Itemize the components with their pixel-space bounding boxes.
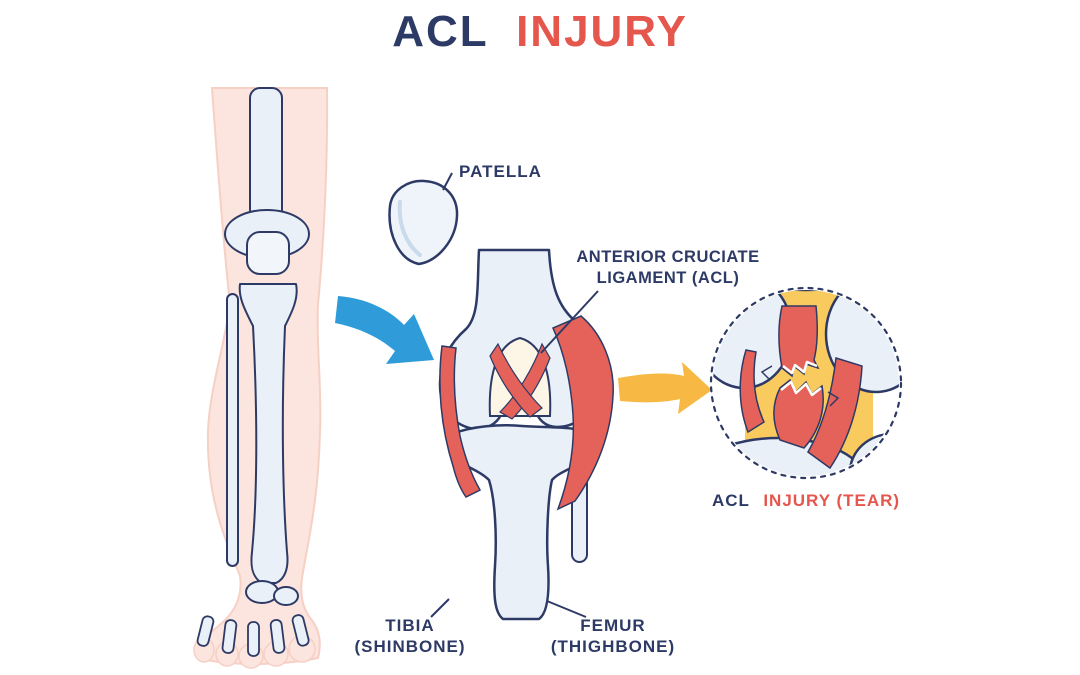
patella-label: PATELLA: [459, 162, 542, 181]
tibia-label-line1: TIBIA: [385, 616, 434, 635]
leg-ankle-bone-2: [273, 586, 299, 606]
yellow-arrow-icon: [618, 362, 712, 414]
leg-patella-bone: [246, 231, 290, 275]
patella-leader-line: [442, 172, 453, 191]
femur-leader-line: [546, 600, 587, 618]
acl-label-line2: LIGAMENT (ACL): [597, 269, 740, 287]
femur-label-line2: (THIGHBONE): [551, 637, 675, 656]
page-title: ACL INJURY: [392, 7, 688, 56]
leg-ankle-bone-1: [245, 580, 279, 604]
inset-tear-highlight-lower: [780, 380, 822, 397]
page-title-part-injury: INJURY: [516, 7, 688, 56]
acl-label-line1: ANTERIOR CRUCIATE: [576, 248, 759, 266]
tear-label-part-injury: INJURY (TEAR): [763, 491, 900, 510]
acl-leader-line: [540, 290, 599, 354]
acl-cross-band-front: [489, 342, 543, 418]
page-title-part-acl: ACL: [392, 7, 488, 56]
femur-label-line1: FEMUR: [580, 616, 645, 635]
leg-foot-bones: [196, 614, 310, 657]
inset-crack-line-1: [760, 365, 773, 381]
knee-illustration: ANTERIOR CRUCIATE LIGAMENT (ACL): [438, 248, 759, 621]
inset-torn-ligament-upper: [778, 305, 820, 378]
tibia-leader-line: [430, 598, 450, 618]
tibia-label-line2: (SHINBONE): [354, 637, 465, 656]
knee-right-muscle: [551, 315, 614, 511]
inset-dashed-border: [709, 286, 903, 480]
patella-illustration: PATELLA: [388, 162, 542, 266]
inset-left-band: [739, 349, 765, 434]
leg-fibula-bone: [226, 293, 239, 567]
inset-tear-highlight-upper: [782, 360, 818, 375]
leg-femur-bone: [249, 87, 283, 221]
blue-arrow-icon: [335, 296, 434, 364]
patella-shape: [388, 179, 459, 266]
patella-shading: [397, 200, 422, 257]
tibia-label-group: TIBIA (SHINBONE): [354, 598, 465, 656]
tear-label: ACL INJURY (TEAR): [712, 491, 900, 510]
tear-label-part-acl: ACL: [712, 491, 750, 510]
knee-tibia-shape: [446, 424, 598, 621]
knee-left-ligament: [439, 345, 482, 498]
femur-label-group: FEMUR (THIGHBONE): [546, 600, 675, 656]
inset-crack-line-2: [827, 391, 840, 407]
leg-illustration: [193, 87, 329, 669]
leg-bones: [196, 87, 310, 657]
leg-tibia-bone: [238, 283, 298, 584]
acl-cross-band-back: [499, 342, 551, 420]
